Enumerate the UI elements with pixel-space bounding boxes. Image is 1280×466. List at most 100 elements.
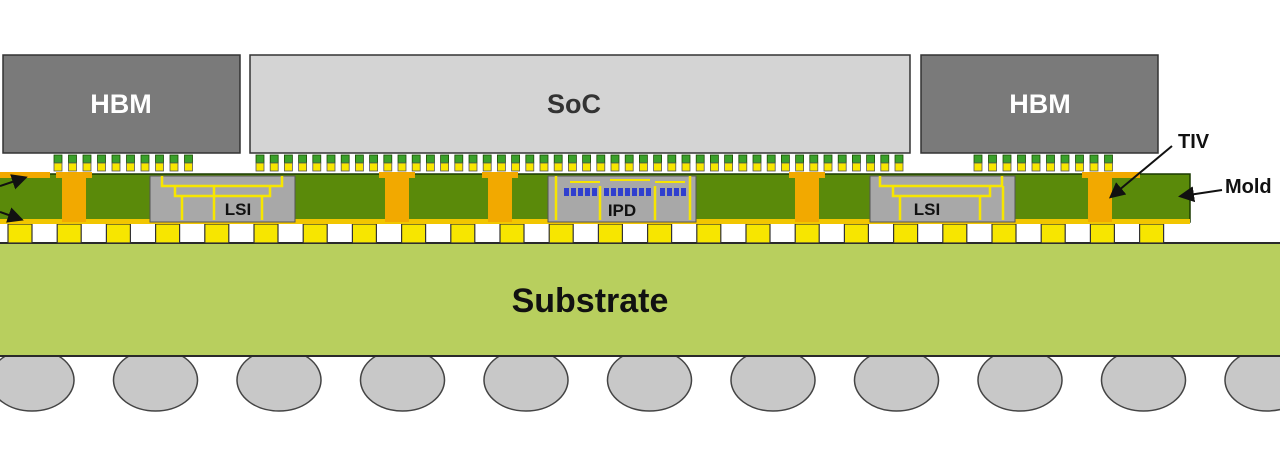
micro-bump xyxy=(738,154,748,164)
micro-bump-pad xyxy=(283,162,293,172)
tiv-cap xyxy=(1100,172,1140,178)
micro-bump-pad xyxy=(894,162,904,172)
micro-bump xyxy=(354,154,364,164)
micro-bump xyxy=(710,154,719,164)
soc-die: SoC xyxy=(249,54,911,154)
ipd-label: IPD xyxy=(608,201,636,220)
micro-bump xyxy=(298,154,308,164)
ipd-capacitor xyxy=(564,188,569,196)
left-arrow-upper xyxy=(0,174,28,190)
tiv-label: TIV xyxy=(1178,131,1210,153)
c4-bump xyxy=(696,223,722,244)
micro-bump-pad xyxy=(383,162,393,172)
micro-bump xyxy=(68,154,77,164)
micro-bump xyxy=(111,154,121,164)
micro-bump xyxy=(326,154,336,164)
mold-callout: Mold xyxy=(1178,176,1272,203)
micro-bump-pad xyxy=(440,162,450,172)
c4-bump xyxy=(56,223,82,244)
ipd-capacitor xyxy=(592,188,597,196)
micro-bump-pad xyxy=(1089,162,1099,172)
micro-bump-pad xyxy=(837,162,847,172)
micro-bump-pad xyxy=(738,162,748,172)
ipd-capacitor xyxy=(604,188,609,196)
micro-bump xyxy=(155,154,164,164)
micro-bump xyxy=(511,154,521,164)
micro-bump-pad xyxy=(269,162,279,172)
ipd-capacitor xyxy=(674,188,679,196)
micro-bump xyxy=(823,154,833,164)
micro-bump-pad xyxy=(988,162,997,172)
micro-bump xyxy=(752,154,762,164)
ipd-capacitor xyxy=(632,188,637,196)
micro-bump-pad xyxy=(312,162,322,172)
micro-bump xyxy=(639,154,648,164)
c4-bump-row xyxy=(7,223,1165,244)
micro-bump-pad xyxy=(82,162,92,172)
ipd-capacitor xyxy=(646,188,651,196)
c4-bump xyxy=(351,223,377,244)
micro-bump xyxy=(582,154,591,164)
c4-bump xyxy=(7,223,33,244)
micro-bump xyxy=(596,154,606,164)
micro-bump-pad xyxy=(710,162,719,172)
tiv-cap xyxy=(0,172,50,178)
c4-bump xyxy=(450,223,476,244)
ipd-capacitor xyxy=(667,188,672,196)
micro-bump-pad xyxy=(795,162,804,172)
micro-bump-pad xyxy=(340,162,350,172)
micro-bump xyxy=(468,154,478,164)
micro-bump xyxy=(781,154,790,164)
micro-bump-pad xyxy=(823,162,833,172)
ipd-capacitor xyxy=(639,188,644,196)
micro-bump xyxy=(1046,154,1055,164)
bga-ball xyxy=(483,348,569,412)
micro-bump-pad xyxy=(68,162,77,172)
micro-bump-pad xyxy=(624,162,634,172)
substrate-layer xyxy=(0,242,1280,357)
bga-ball xyxy=(1224,348,1280,412)
micro-bump-pad xyxy=(1017,162,1026,172)
micro-bump xyxy=(525,154,535,164)
micro-bump xyxy=(440,154,450,164)
micro-bump-pad xyxy=(397,162,407,172)
c4-bump xyxy=(155,223,181,244)
micro-bump-pad xyxy=(596,162,606,172)
micro-bump-pad xyxy=(425,162,435,172)
micro-bump xyxy=(1017,154,1026,164)
c4-bump xyxy=(253,223,279,244)
c4-bump xyxy=(1040,223,1066,244)
tiv-column xyxy=(62,174,86,222)
micro-bump xyxy=(1104,154,1113,164)
micro-bump xyxy=(425,154,435,164)
micro-bump-pad xyxy=(140,162,150,172)
micro-bump-pad xyxy=(553,162,563,172)
micro-bump xyxy=(1002,154,1012,164)
ipd-die: IPD xyxy=(547,175,697,223)
micro-bump-pad xyxy=(781,162,790,172)
micro-bump xyxy=(82,154,92,164)
bga-ball xyxy=(730,348,816,412)
micro-bump-pad xyxy=(1031,162,1041,172)
tiv-cap xyxy=(789,172,825,178)
tiv-cap xyxy=(379,172,415,178)
micro-bump xyxy=(53,154,63,164)
mold-arrow xyxy=(1178,186,1223,203)
c4-bump xyxy=(1089,223,1116,244)
micro-bump-pad xyxy=(667,162,677,172)
bga-ball xyxy=(606,348,693,412)
bga-ball-row xyxy=(0,348,1280,412)
micro-bump-pad xyxy=(97,162,106,172)
micro-bump-pad xyxy=(298,162,308,172)
micro-bump-row xyxy=(53,154,1113,172)
lsi-left-label: LSI xyxy=(225,200,251,219)
micro-bump xyxy=(681,154,691,164)
ipd-capacitor xyxy=(681,188,686,196)
ipd-capacitor xyxy=(618,188,623,196)
micro-bump-pad xyxy=(752,162,762,172)
micro-bump xyxy=(283,154,293,164)
micro-bump-pad xyxy=(582,162,591,172)
micro-bump xyxy=(454,154,464,164)
c4-bump xyxy=(892,223,919,244)
bga-ball xyxy=(236,348,322,412)
